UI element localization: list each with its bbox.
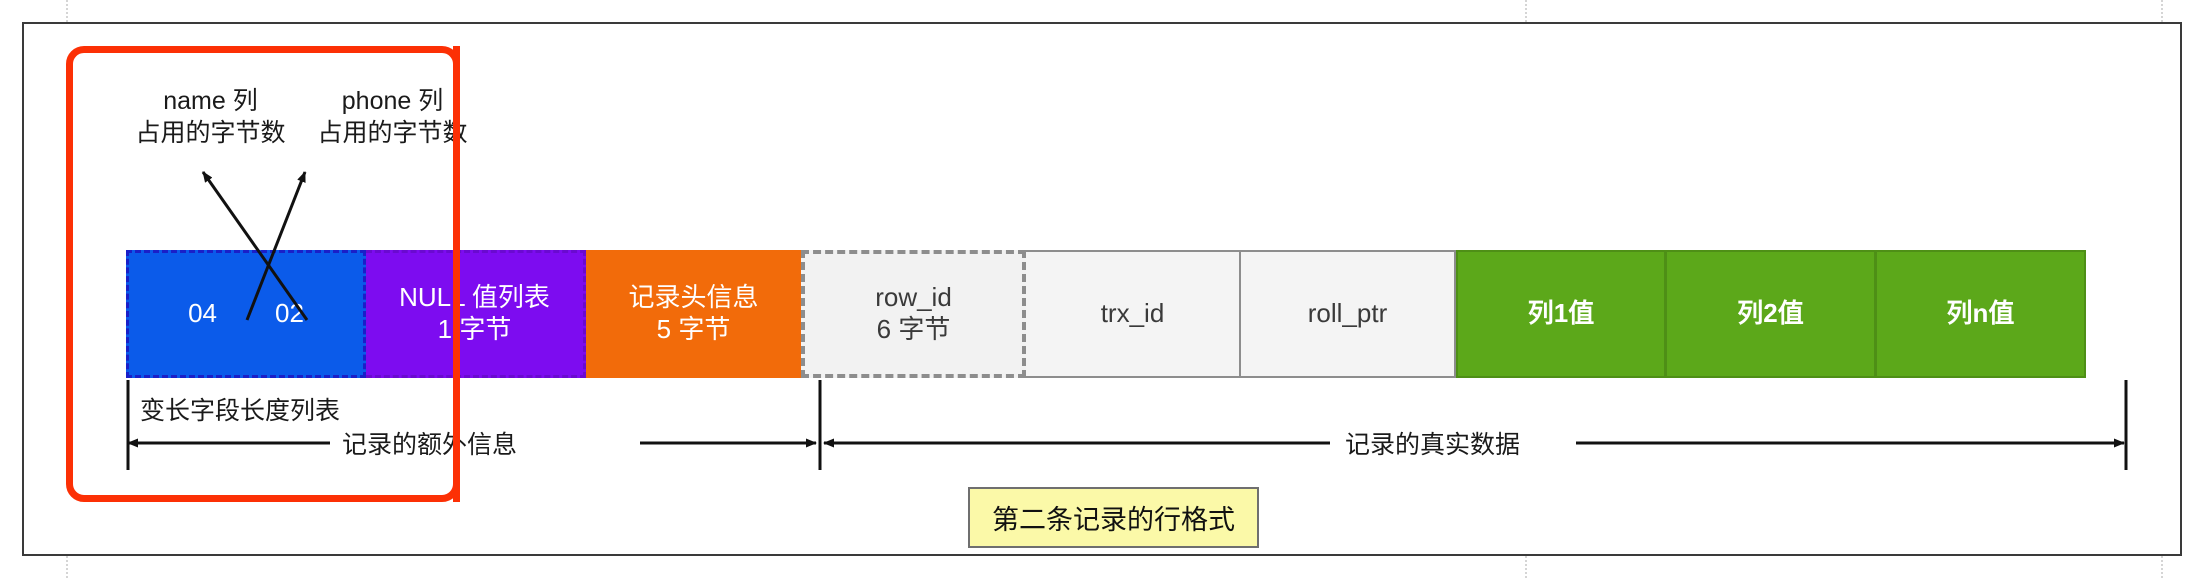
cell-null-value-list: NULL 值列表 1 字节 xyxy=(366,250,586,378)
cell-null-value-list-line1: NULL 值列表 xyxy=(399,282,550,313)
red-divider-line xyxy=(453,46,460,502)
label-record-real-data: 记录的真实数据 xyxy=(1333,425,1533,461)
cell-roll-ptr-line1: roll_ptr xyxy=(1307,298,1388,329)
cell-null-value-list-line2: 1 字节 xyxy=(437,314,512,344)
row-format-strip: 04 02 NULL 值列表 1 字节 记录头信息 5 字节 row_id 6 … xyxy=(126,250,2086,378)
cell-record-header-line1: 记录头信息 xyxy=(628,282,759,313)
cell-row-id: row_id 6 字节 xyxy=(801,250,1026,378)
cell-record-header-line2: 5 字节 xyxy=(656,314,731,344)
red-highlight-box xyxy=(66,46,460,502)
annotation-name-column-line1: name 列 xyxy=(163,87,258,115)
cell-record-header: 记录头信息 5 字节 xyxy=(586,250,801,378)
cell-column-1-value: 列1值 xyxy=(1456,250,1666,378)
cell-column-1-value-label: 列1值 xyxy=(1527,298,1595,329)
cell-column-n-value-label: 列n值 xyxy=(1946,298,2015,329)
diagram-caption: 第二条记录的行格式 xyxy=(968,487,1259,548)
annotation-name-column-line2: 占用的字节数 xyxy=(135,118,286,147)
annotation-phone-column: phone 列 占用的字节数 xyxy=(300,86,485,149)
annotation-phone-column-line2: 占用的字节数 xyxy=(317,118,468,147)
cell-column-n-value: 列n值 xyxy=(1876,250,2086,378)
annotation-name-column: name 列 占用的字节数 xyxy=(118,86,303,149)
cell-column-2-value-label: 列2值 xyxy=(1737,298,1804,329)
annotation-phone-column-line1: phone 列 xyxy=(341,87,444,115)
cell-roll-ptr: roll_ptr xyxy=(1241,250,1456,378)
label-variable-length-list: 变长字段长度列表 xyxy=(140,397,341,425)
cell-trx-id: trx_id xyxy=(1026,250,1241,378)
cell-row-id-line2: 6 字节 xyxy=(876,314,951,344)
cell-column-2-value: 列2值 xyxy=(1666,250,1876,378)
cell-row-id-line1: row_id xyxy=(875,282,952,313)
label-record-extra-info: 记录的额外信息 xyxy=(332,425,528,461)
cell-trx-id-line1: trx_id xyxy=(1100,298,1165,329)
